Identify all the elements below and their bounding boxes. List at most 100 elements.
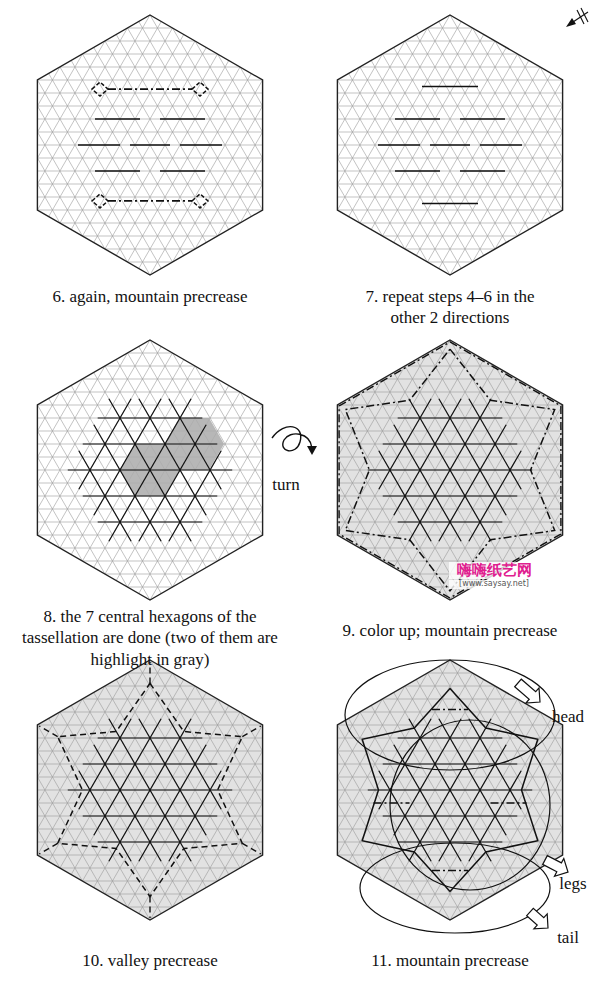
grid-line bbox=[388, 206, 600, 656]
grid-line bbox=[0, 519, 201, 969]
grid-line bbox=[0, 600, 410, 601]
grid-line bbox=[275, 0, 535, 396]
grid-line bbox=[0, 2, 410, 3]
grid-line bbox=[76, 0, 336, 403]
grid-line bbox=[399, 199, 600, 649]
grid-line bbox=[190, 600, 600, 601]
grid-line bbox=[190, 483, 600, 484]
crease-line bbox=[160, 118, 205, 119]
grid-line bbox=[0, 894, 410, 895]
tessellation-line bbox=[83, 815, 218, 816]
crease-line bbox=[422, 203, 478, 204]
grid-line bbox=[0, 686, 410, 687]
grid-line bbox=[65, 591, 325, 981]
grid-line bbox=[185, 0, 445, 292]
crease-star bbox=[345, 349, 554, 591]
grid-line bbox=[190, 894, 600, 895]
mountain-precrease bbox=[192, 194, 208, 208]
tessellation-line bbox=[94, 399, 161, 516]
grid-line bbox=[190, 340, 600, 341]
grid-line bbox=[190, 405, 600, 406]
grid-line bbox=[190, 210, 600, 211]
part-label: tail bbox=[548, 927, 588, 948]
grid-line bbox=[190, 145, 600, 146]
tessellation-line bbox=[394, 719, 461, 836]
tessellation-line bbox=[94, 745, 161, 862]
tessellation-line bbox=[394, 399, 461, 516]
crease-line bbox=[430, 144, 470, 145]
crease-line bbox=[95, 118, 140, 119]
crease-line bbox=[422, 86, 478, 87]
grid-line bbox=[190, 2, 600, 3]
grid-line bbox=[365, 219, 600, 669]
grid-line bbox=[0, 41, 410, 42]
grid-line bbox=[20, 0, 280, 370]
grid-line bbox=[0, 54, 410, 55]
grid-line bbox=[0, 0, 257, 383]
grid-line bbox=[190, 881, 600, 882]
grid-line bbox=[0, 28, 410, 29]
valley-precrease bbox=[242, 726, 260, 737]
grid-line bbox=[0, 907, 410, 908]
grid-line bbox=[190, 509, 600, 510]
tessellation-line bbox=[409, 719, 491, 861]
head-arrow bbox=[515, 679, 540, 703]
grid-line bbox=[331, 0, 591, 377]
tessellation-line bbox=[139, 399, 206, 516]
grid-line bbox=[252, 0, 512, 331]
grid-line bbox=[275, 591, 535, 981]
grid-line bbox=[365, 0, 600, 396]
grid-line bbox=[421, 186, 600, 636]
grid-line bbox=[286, 0, 546, 351]
tessellation-line bbox=[94, 425, 161, 542]
grid-line bbox=[54, 0, 314, 390]
valley-precrease bbox=[149, 897, 150, 918]
grid-line bbox=[376, 277, 600, 727]
grid-line bbox=[0, 0, 156, 299]
tessellation-line bbox=[139, 719, 206, 836]
mountain-precrease bbox=[374, 802, 410, 804]
grid-line bbox=[264, 277, 524, 727]
grid-line bbox=[190, 725, 600, 726]
grid-line bbox=[190, 158, 600, 159]
grid-line bbox=[219, 623, 479, 981]
grid-line bbox=[0, 0, 167, 305]
grid-line bbox=[20, 565, 280, 981]
grid-line bbox=[0, 314, 410, 315]
grid-line bbox=[252, 604, 512, 981]
tessellation-line bbox=[409, 719, 491, 861]
part-label: legs bbox=[551, 873, 595, 894]
grid-line bbox=[264, 532, 524, 981]
grid-line bbox=[421, 623, 600, 981]
grid-line bbox=[190, 93, 600, 94]
grid-line bbox=[190, 41, 600, 42]
tessellation-line bbox=[83, 443, 218, 444]
grid-line bbox=[190, 119, 600, 120]
grid-line bbox=[0, 636, 156, 981]
mountain-precrease bbox=[491, 802, 527, 804]
mountain-precrease bbox=[192, 82, 208, 96]
grid-line bbox=[0, 262, 410, 263]
grid-line bbox=[444, 636, 600, 981]
crease-line bbox=[160, 170, 205, 171]
grid-line bbox=[190, 535, 600, 536]
grid-line bbox=[0, 0, 201, 325]
grid-line bbox=[31, 0, 291, 377]
turn-symbol bbox=[272, 427, 312, 451]
grid-line bbox=[190, 54, 600, 55]
grid-line bbox=[20, 0, 280, 370]
grid-line bbox=[185, 167, 445, 617]
grid-line bbox=[399, 519, 600, 969]
grid-line bbox=[0, 15, 410, 16]
head-region bbox=[345, 660, 555, 770]
grid-line bbox=[365, 591, 600, 981]
valley-precrease bbox=[242, 843, 260, 854]
grid-line bbox=[0, 236, 410, 237]
grid-line bbox=[76, 532, 336, 981]
grid-line bbox=[0, 0, 145, 292]
tessellation-line bbox=[83, 763, 218, 764]
grid-line bbox=[88, 0, 348, 409]
crease-line bbox=[460, 118, 505, 119]
tail-arrow bbox=[527, 908, 548, 929]
grid-line bbox=[190, 236, 600, 237]
